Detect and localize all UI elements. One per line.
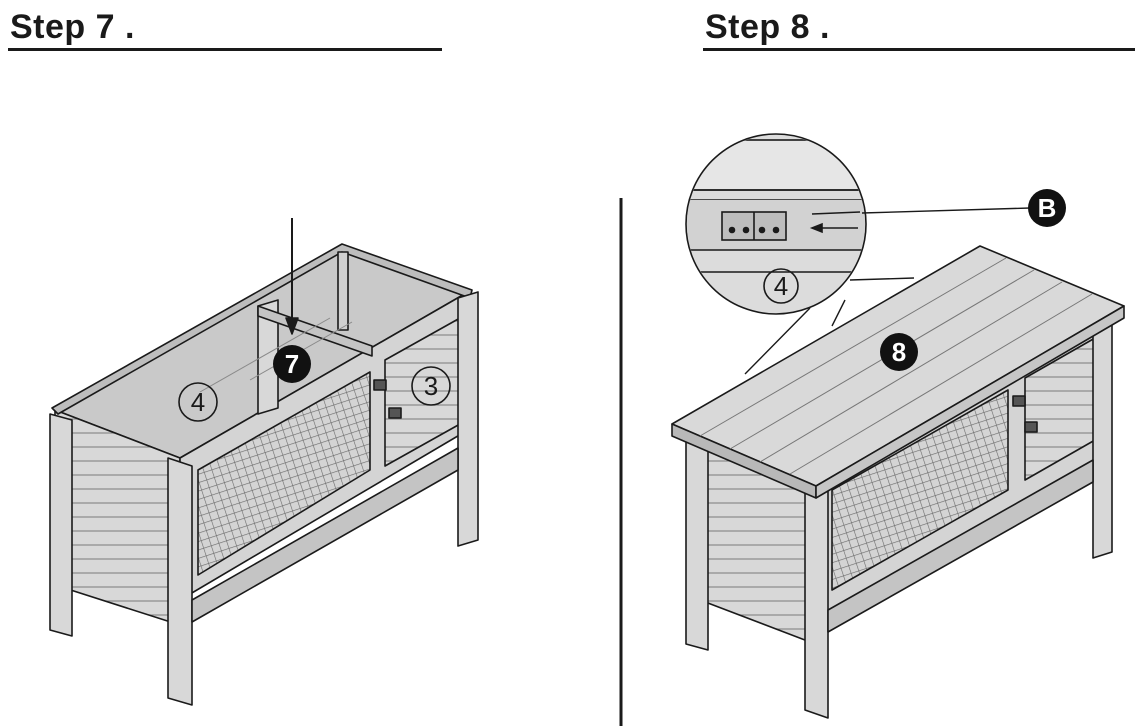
svg-text:4: 4 [191, 387, 205, 417]
front-right-leg [457, 291, 479, 547]
step8-front-right-leg [1092, 323, 1113, 559]
callout-detail-panel-4: 4 [763, 268, 799, 304]
step-8-hutch-drawing [671, 245, 1125, 719]
step-7-hutch-drawing [49, 218, 479, 706]
step8-mesh-window [831, 389, 1009, 591]
callout-roof-8: 8 [880, 333, 918, 371]
svg-text:7: 7 [285, 349, 299, 379]
step-7-underline [8, 48, 442, 51]
step-8-underline [703, 48, 1135, 51]
callout-panel-4: 4 [178, 382, 218, 422]
rear-left-leg [49, 413, 73, 637]
step-7-title: Step 7 . [10, 8, 135, 46]
svg-text:B: B [1038, 193, 1057, 223]
svg-text:4: 4 [774, 271, 788, 301]
step8-front-left-leg [804, 479, 829, 719]
step-8-title: Step 8 . [705, 8, 830, 46]
callout-panel-3: 3 [411, 366, 451, 406]
svg-text:8: 8 [892, 337, 906, 367]
step8-rear-left-leg [685, 439, 709, 651]
front-left-leg [167, 457, 193, 706]
front-mesh-window [197, 371, 371, 576]
divider-part-7 [257, 299, 279, 415]
callout-part-7: 7 [273, 345, 311, 383]
callout-hardware-b: B [1028, 189, 1066, 227]
svg-text:3: 3 [424, 371, 438, 401]
